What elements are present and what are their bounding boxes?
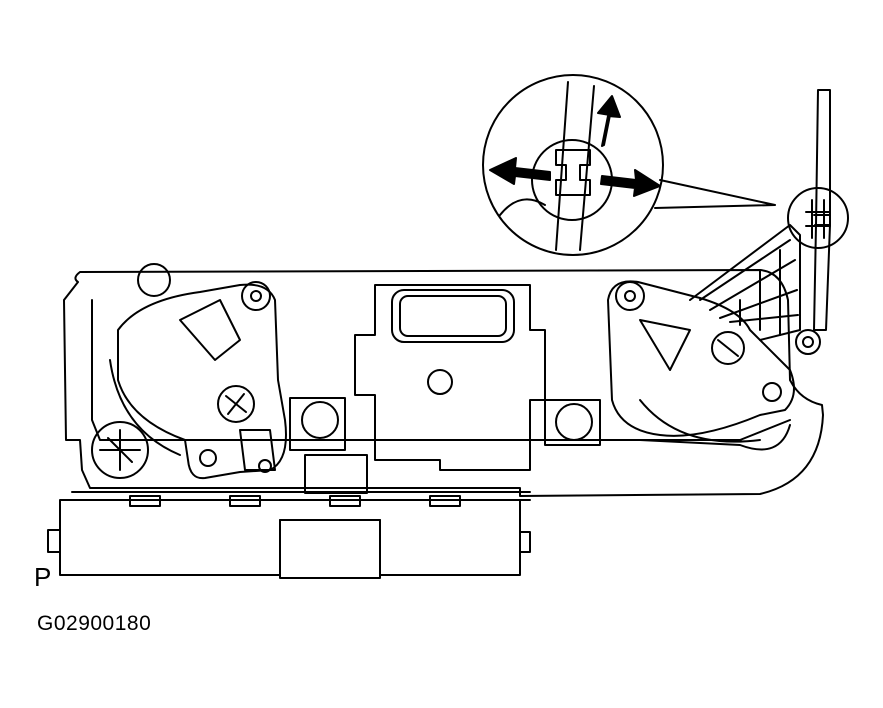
control-housing [63,269,824,497]
callout-pointer [654,179,776,209]
release-arrow-right [600,169,661,197]
callout-origin-clip [805,199,831,239]
front-panel-rail [71,491,531,501]
figure-code: G02900180 [37,612,152,635]
left-socket-frame [289,397,346,451]
callout-cable-right [579,85,595,251]
front-panel-center-tab [279,519,381,579]
release-arrow-up [597,95,621,147]
center-bottom-block [304,454,368,494]
marker-label: P [34,562,52,592]
front-panel-right-clip [519,531,531,553]
left-cam-plate [117,283,287,480]
right-bracket [689,224,801,341]
right-arc-slot [639,399,761,443]
cable-ring-hole [802,336,814,348]
left-cam-gear-teeth [225,393,247,415]
left-cam-link [239,429,276,471]
center-module [354,284,546,471]
center-display-inner [399,295,507,337]
top-knob [137,263,171,297]
left-cam-pivot-hole [250,290,262,302]
right-socket [555,403,593,441]
left-cam-link-hole [258,459,272,473]
callout-clip [555,149,591,196]
right-cam-cutout [639,319,691,371]
right-cam-lower-hole [762,382,782,402]
release-arrow-left [489,157,551,185]
right-cam-screw-slot [717,339,739,357]
left-cam-gear [217,385,255,423]
front-panel-tabs [129,495,461,507]
right-cam-pivot-hole [624,290,636,302]
right-cam-screw [711,331,745,365]
right-cam-plate [607,280,795,437]
left-cam-pivot [241,281,271,311]
center-pivot [427,369,453,395]
left-blower-dial-cross [99,429,141,471]
right-cam-pivot [615,281,645,311]
right-bracket-lattice [699,239,799,336]
callout-hand [499,198,546,216]
detail-magnifier-callout [482,74,664,256]
left-cam-lower-hole [199,449,217,467]
left-socket [301,401,339,439]
housing-inner-ledge [91,299,791,441]
front-panel [59,499,521,576]
right-socket-frame [544,399,601,446]
housing-right-shoulder [639,424,791,451]
screwdriver-tool [813,89,831,331]
cable-ring [795,329,821,355]
left-arc-slot [109,359,181,456]
left-blower-dial [91,421,149,479]
center-display-window [391,289,515,343]
front-panel-left-clip [47,529,61,553]
callout-origin [787,187,849,249]
left-cam-cutout [179,299,241,361]
